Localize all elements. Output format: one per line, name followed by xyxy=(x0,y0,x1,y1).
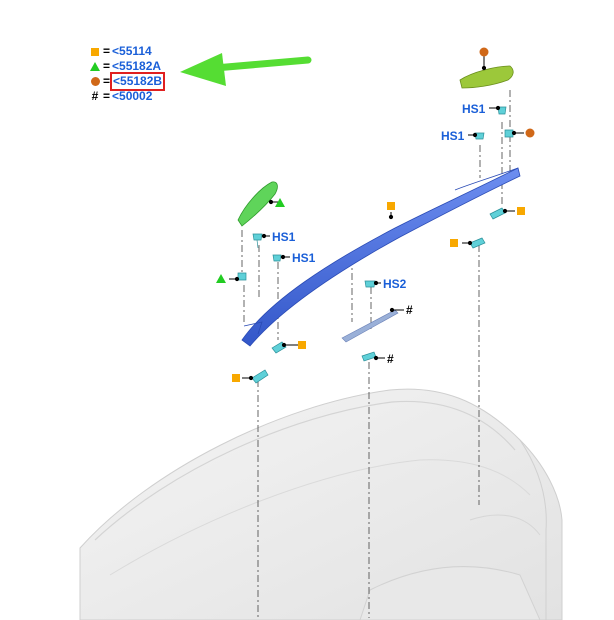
rear-end-cover xyxy=(459,65,514,89)
legend-row-hash: # = <50002 xyxy=(90,89,163,104)
hs2-label: HS2 xyxy=(383,277,407,291)
hs1-label: HS1 xyxy=(292,251,316,265)
square-symbol xyxy=(450,239,458,247)
square-symbol xyxy=(517,207,525,215)
leader-connectors xyxy=(229,56,524,381)
legend-equals: = xyxy=(103,44,111,58)
legend-row-circle: = <55182B xyxy=(90,72,166,91)
clip-center-lower xyxy=(361,351,377,362)
circle-symbol xyxy=(479,47,489,57)
circle-symbol xyxy=(525,128,535,138)
assembly-lines xyxy=(241,90,511,618)
circle-symbol-icon xyxy=(90,77,100,87)
clip-rear-lower xyxy=(469,237,486,249)
vehicle-roof xyxy=(79,388,563,620)
legend-equals: = xyxy=(103,74,111,88)
clip-front-mid xyxy=(272,254,282,262)
clip-rear-right xyxy=(504,129,514,138)
legend-code[interactable]: <50002 xyxy=(112,89,153,103)
callout-labels: HS1 HS1 HS2 HS1 HS1 # # xyxy=(272,102,486,366)
legend-equals: = xyxy=(103,59,111,73)
hash-symbol-icon: # xyxy=(91,89,99,103)
legend-row-triangle: = <55182A xyxy=(90,59,163,74)
hs1-label: HS1 xyxy=(272,230,296,244)
clip-rear-hs1-top xyxy=(497,106,507,115)
clips xyxy=(237,106,514,384)
hash-label: # xyxy=(406,303,413,317)
legend-code[interactable]: <55114 xyxy=(112,44,152,58)
legend-equals: = xyxy=(103,89,111,103)
clip-front-upper xyxy=(252,233,263,241)
triangle-symbol xyxy=(216,274,226,283)
green-arrow xyxy=(180,53,312,86)
triangle-symbol-icon xyxy=(90,62,100,72)
legend: = <55114 = <55182A = <55182B # = <50002 xyxy=(90,44,166,104)
legend-code[interactable]: <55182A xyxy=(112,59,162,73)
hs1-label: HS1 xyxy=(462,102,486,116)
clip-front-left xyxy=(237,272,247,281)
legend-code-highlighted[interactable]: <55182B xyxy=(110,72,166,91)
square-symbol xyxy=(232,374,240,382)
part-symbols xyxy=(216,47,535,382)
roof-rail xyxy=(241,167,521,347)
hs1-label: HS1 xyxy=(441,129,465,143)
rail-seal-strip xyxy=(341,309,399,343)
square-symbol xyxy=(298,341,306,349)
front-end-cover xyxy=(237,181,278,227)
clip-center-upper xyxy=(364,280,376,288)
clip-front-bottom xyxy=(251,369,269,384)
legend-row-square: = <55114 xyxy=(90,44,163,59)
triangle-symbol xyxy=(275,198,285,207)
clip-rear-mid xyxy=(489,207,506,220)
clip-rear-hs1 xyxy=(474,132,485,140)
hash-label: # xyxy=(387,352,394,366)
square-symbol xyxy=(387,202,395,210)
square-symbol-icon xyxy=(90,47,100,57)
